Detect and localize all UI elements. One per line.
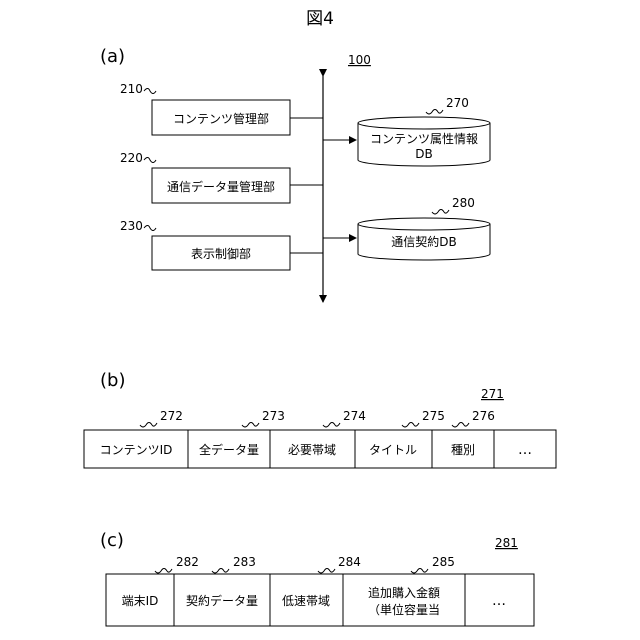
- panel-c: (c) 281 端末ID 282 契約データ量 283 低速帯域 284 追加購…: [100, 530, 534, 626]
- leader-line: [318, 569, 335, 574]
- field-ref: 275: [422, 409, 445, 423]
- panel-a-ref: 100: [348, 53, 371, 67]
- field-label: 追加購入金額: [368, 585, 440, 600]
- field-label: …: [492, 593, 506, 609]
- panel-b-label: (b): [100, 370, 125, 391]
- field-ref: 276: [472, 409, 495, 423]
- field-ref: 282: [176, 555, 199, 569]
- leader-line: [140, 423, 157, 428]
- block-label: 表示制御部: [191, 246, 251, 261]
- leader-line: [212, 569, 229, 574]
- block-ref: 220: [120, 151, 143, 165]
- field-label: 端末ID: [122, 594, 159, 608]
- field-ref: 283: [233, 555, 256, 569]
- db-ref: 280: [452, 196, 475, 210]
- block-data-usage-management: 通信データ量管理部 220: [120, 151, 290, 203]
- db-ref: 270: [446, 96, 469, 110]
- leader-line: [402, 423, 419, 428]
- field-label: タイトル: [369, 443, 417, 457]
- field-ref: 274: [343, 409, 366, 423]
- database-content-attributes: コンテンツ属性情報 DB 270: [358, 96, 490, 166]
- field-ellipsis: …: [492, 593, 506, 609]
- leader-line: [242, 423, 259, 428]
- field-label: 低速帯域: [282, 594, 330, 608]
- field-label: 必要帯域: [288, 443, 336, 457]
- leader-line: [411, 569, 428, 574]
- leader-line: [144, 89, 156, 94]
- figure-title: 図4: [306, 9, 334, 29]
- field-ref: 273: [262, 409, 285, 423]
- block-ref: 210: [120, 82, 143, 96]
- leader-line: [452, 423, 469, 428]
- db-label-line2: DB: [415, 147, 432, 161]
- leader-line: [432, 210, 449, 215]
- block-ref: 230: [120, 219, 143, 233]
- db-label-line1: コンテンツ属性情報: [370, 132, 478, 146]
- leader-line: [426, 110, 443, 115]
- field-label: 全データ量: [199, 442, 259, 457]
- panel-b: (b) 271 コンテンツID 272 全データ量 273 必要帯域 274 タ…: [84, 370, 556, 468]
- field-ref: 272: [160, 409, 183, 423]
- database-communication-contract: 通信契約DB 280: [358, 196, 490, 260]
- field-ellipsis: …: [518, 442, 532, 458]
- field-ref: 285: [432, 555, 455, 569]
- panel-a: (a) 100 コンテンツ管理部 210 通信データ量管理部 220 表示制御部…: [100, 46, 490, 302]
- panel-c-label: (c): [100, 530, 124, 551]
- field-label: …: [518, 442, 532, 458]
- field-label: 契約データ量: [186, 593, 258, 608]
- block-label: コンテンツ管理部: [173, 111, 269, 126]
- block-label: 通信データ量管理部: [167, 179, 275, 194]
- leader-line: [144, 158, 156, 163]
- block-display-control: 表示制御部 230: [120, 219, 290, 270]
- field-label: コンテンツID: [100, 443, 173, 457]
- leader-line: [323, 423, 340, 428]
- panel-a-label: (a): [100, 46, 125, 67]
- panel-c-ref: 281: [495, 536, 518, 550]
- db-label-line1: 通信契約DB: [391, 234, 456, 249]
- leader-line: [155, 569, 172, 574]
- block-content-management: コンテンツ管理部 210: [120, 82, 290, 135]
- field-label-line2: （単位容量当: [368, 602, 440, 617]
- panel-b-ref: 271: [481, 387, 504, 401]
- leader-line: [144, 226, 156, 231]
- field-ref: 284: [338, 555, 361, 569]
- field-label: 種別: [451, 443, 475, 457]
